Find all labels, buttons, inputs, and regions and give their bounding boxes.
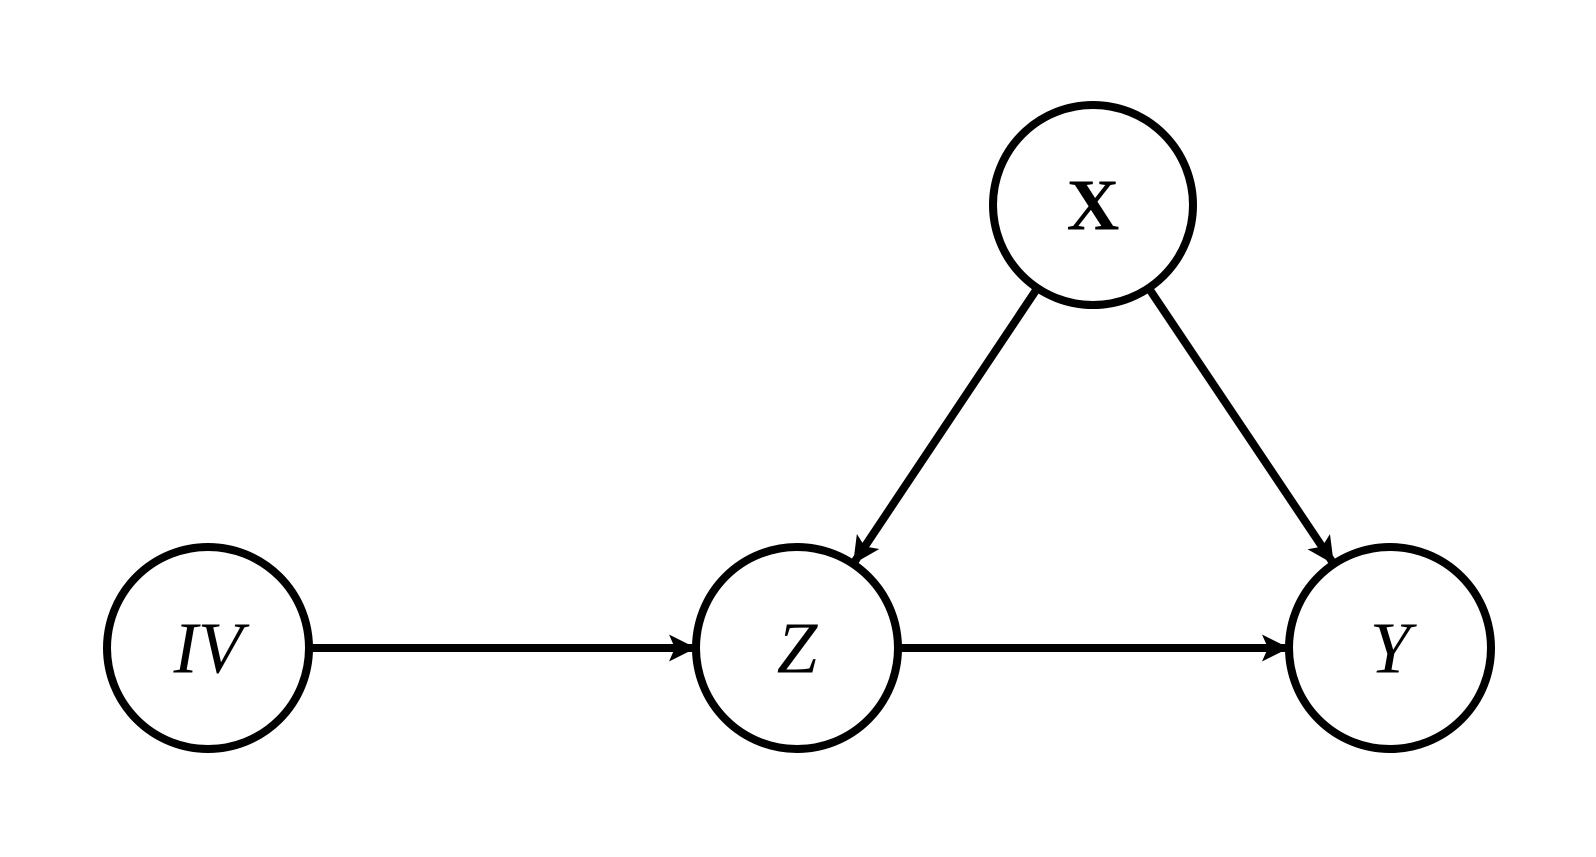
node-label-Y: Y — [1370, 608, 1418, 689]
node-Z: Z — [692, 543, 902, 753]
node-Y: Y — [1285, 543, 1495, 753]
edge-X-to-Y — [1145, 285, 1338, 567]
node-circle-IV — [103, 543, 313, 753]
node-IV: IV — [103, 543, 313, 753]
node-circle-Z — [692, 543, 902, 753]
edge-X-to-Z — [849, 285, 1041, 567]
node-circle-X — [989, 101, 1197, 309]
node-label-Z: Z — [777, 608, 819, 689]
node-label-IV: IV — [173, 608, 250, 689]
node-circle-Y — [1285, 543, 1495, 753]
node-label-X: X — [1067, 165, 1120, 246]
node-X: X — [989, 101, 1197, 309]
